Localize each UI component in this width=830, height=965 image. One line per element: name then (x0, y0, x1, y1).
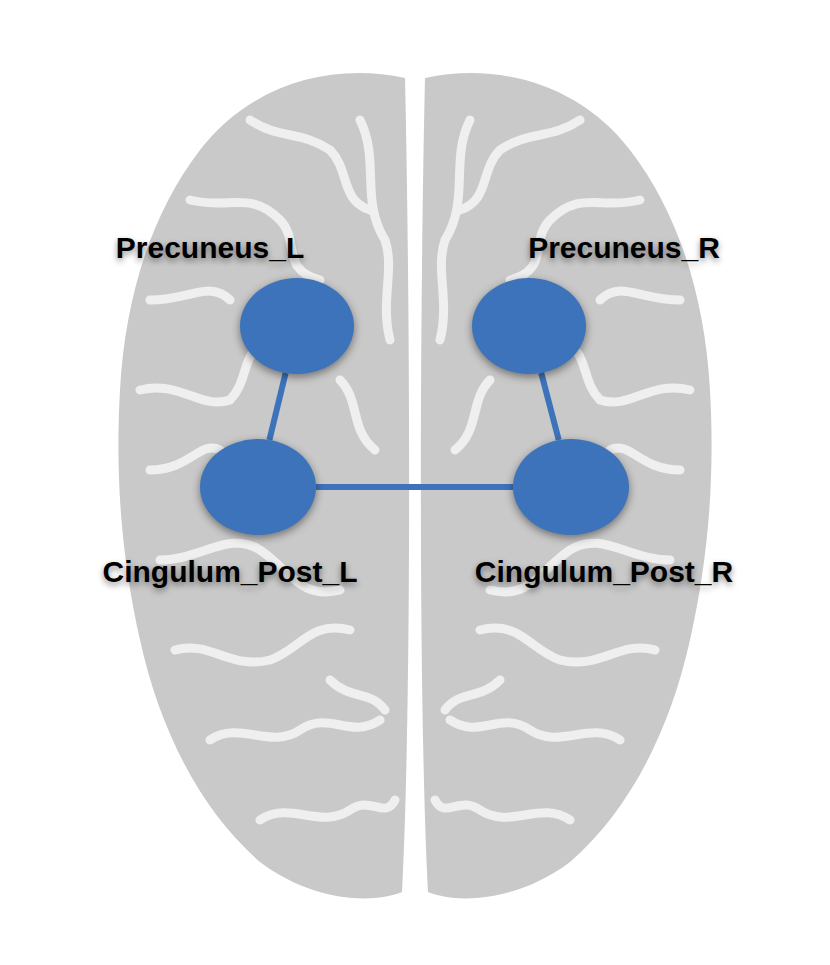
region-node: Precuneus_R (472, 278, 586, 374)
region-label: Precuneus_R (528, 231, 720, 265)
region-label: Cingulum_Post_R (475, 555, 733, 589)
region-circle (513, 439, 629, 535)
region-label: Cingulum_Post_L (103, 555, 358, 589)
region-node: Precuneus_L (240, 278, 354, 374)
connection-line (541, 373, 559, 440)
region-circle (200, 439, 316, 535)
region-node: Cingulum_Post_L (200, 439, 316, 535)
region-circle (240, 278, 354, 374)
connection-line (316, 484, 513, 490)
region-label: Precuneus_L (116, 231, 304, 265)
region-circle (472, 278, 586, 374)
connection-line (269, 373, 285, 440)
region-node: Cingulum_Post_R (513, 439, 629, 535)
